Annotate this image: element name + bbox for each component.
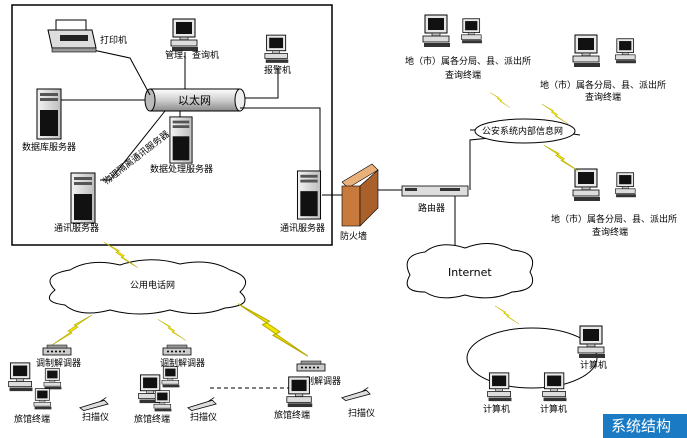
diagram-title: 系统结构 — [603, 414, 687, 438]
alarm-pc-icon — [264, 34, 289, 64]
police-network-cloud — [474, 118, 576, 144]
police-network-label: 公安系统内部信息网 — [482, 125, 563, 137]
terminal-2-pc-icon — [572, 34, 601, 68]
terminal-1-line2: 查询终端 — [445, 69, 481, 81]
comm-server-left-label: 通讯服务器 — [54, 222, 99, 234]
terminal-3-pc-icon — [572, 168, 601, 202]
terminal-2-line2: 查询终端 — [585, 91, 621, 103]
hotel-3-scanner-icon — [341, 387, 371, 401]
terminal-3-line2: 查询终端 — [592, 226, 628, 238]
hotel-3-scanner-label: 扫描仪 — [348, 407, 375, 419]
alarm-label: 报警机 — [264, 64, 291, 76]
terminal-1-pc2-icon — [460, 18, 483, 44]
firewall-label: 防火墙 — [340, 230, 367, 242]
terminal-3-line1: 地（市）属各分局、县、派出所 — [551, 213, 677, 225]
hotel-2-modem-icon — [162, 344, 192, 356]
hotel-2-modem-label: 调制解调器 — [160, 357, 205, 369]
hotel-1-modem-label: 调制解调器 — [36, 357, 81, 369]
data-proc-server-icon — [169, 116, 193, 164]
terminal-3-pc2-icon — [614, 172, 637, 198]
comm-server-right-label: 通讯服务器 — [280, 222, 325, 234]
hotel-1-pc3-icon — [33, 388, 52, 410]
hotel-3-modem-icon — [296, 360, 326, 372]
hotel-1-scanner-label: 扫描仪 — [82, 411, 109, 423]
hotel-3-terminal-label: 旅馆终端 — [274, 409, 310, 421]
terminal-2-pc2-icon — [614, 38, 637, 64]
manage-query-pc-icon — [170, 18, 199, 52]
comm-server-right-icon — [296, 170, 322, 220]
db-server-icon — [36, 88, 62, 140]
printer-label: 打印机 — [100, 34, 127, 46]
ethernet-bus — [144, 88, 246, 112]
lan-boundary — [11, 4, 333, 246]
printer-icon — [47, 19, 97, 53]
lightning-3-icon — [543, 145, 579, 171]
router-icon — [401, 185, 469, 197]
lightning-hotel-3-icon — [238, 303, 308, 357]
internet-label: Internet — [448, 266, 492, 279]
computer-1-label: 计算机 — [580, 359, 607, 371]
terminal-2-line1: 地（市）属各分局、县、派出所 — [540, 79, 666, 91]
computer-2-label: 计算机 — [483, 403, 510, 415]
internet-cloud — [406, 243, 534, 299]
data-proc-server-label: 数据处理服务器 — [150, 163, 213, 175]
computer-2-icon — [487, 372, 512, 402]
db-server-label: 数据库服务器 — [22, 141, 76, 153]
computer-3-label: 计算机 — [540, 403, 567, 415]
lightning-internet-icon — [495, 305, 519, 325]
computer-1-icon — [577, 325, 606, 359]
terminal-1-line1: 地（市）属各分局、县、派出所 — [405, 55, 531, 67]
hotel-2-scanner-label: 扫描仪 — [190, 411, 217, 423]
pstn-label: 公用电话网 — [130, 279, 175, 291]
manage-query-label: 管理、查询机 — [165, 49, 219, 61]
hotel-1-scanner-icon — [79, 397, 109, 411]
firewall-icon — [341, 163, 379, 227]
computer-3-icon — [542, 372, 567, 402]
hotel-3-pc-icon — [286, 376, 313, 408]
lightning-hotel-2-icon — [158, 319, 186, 341]
hotel-2-pc2-icon — [161, 366, 180, 388]
isolation-server-label: 物理隔离通讯服务器 — [100, 128, 171, 187]
hotel-2-scanner-icon — [187, 397, 217, 411]
lightning-hotel-1-icon — [52, 314, 92, 346]
ethernet-label: 以太网 — [178, 94, 211, 107]
hotel-1-modem-icon — [42, 344, 72, 356]
hotel-2-terminal-label: 旅馆终端 — [134, 413, 170, 425]
lightning-1-icon — [490, 92, 510, 108]
computer-ring — [466, 327, 598, 389]
router-label: 路由器 — [418, 202, 445, 214]
comm-server-left-icon — [70, 172, 96, 224]
hotel-1-pc-icon — [8, 362, 33, 392]
hotel-2-pc3-icon — [153, 390, 172, 412]
hotel-1-pc2-icon — [43, 368, 62, 390]
terminal-1-pc-icon — [422, 14, 451, 48]
hotel-1-terminal-label: 旅馆终端 — [14, 413, 50, 425]
pstn-cloud — [48, 259, 247, 315]
